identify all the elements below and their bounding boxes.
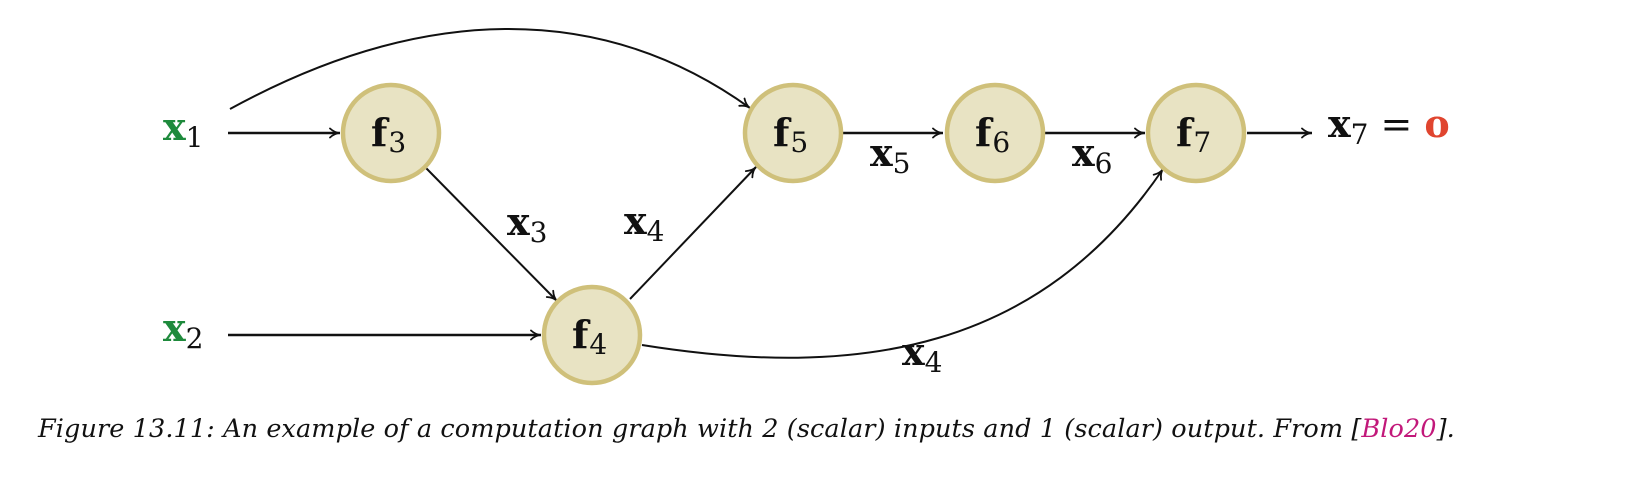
node-f4: f4 (541, 284, 643, 386)
edge-f4-f5 (629, 166, 757, 300)
edge-label-x4-b: x4 (902, 329, 942, 379)
edge-label-x3: x3 (507, 199, 547, 249)
edge-label-x4-a: x4 (624, 198, 664, 248)
svg-text:f4: f4 (572, 312, 607, 361)
node-f3: f3 (340, 82, 442, 184)
computation-graph: f3 f4 f5 f6 f7 x1 x2 x3 x4 x5 x6 x4 x7=o (163, 28, 1450, 386)
citation-link[interactable]: Blo20 (1361, 414, 1437, 444)
input-x2: x2 (163, 305, 203, 355)
node-f5: f5 (742, 82, 844, 184)
svg-text:f3: f3 (371, 110, 406, 159)
input-x1: x1 (163, 104, 203, 154)
caption-text: Figure 13.11: An example of a computatio… (38, 414, 1362, 444)
node-f7: f7 (1145, 82, 1247, 184)
edge-label-x5: x5 (870, 130, 910, 180)
edge-f3-f4 (425, 167, 558, 302)
edge-f4-f7 (641, 168, 1164, 359)
caption-suffix: ]. (1436, 414, 1455, 444)
svg-text:f6: f6 (975, 110, 1010, 159)
edge-x1-f5 (229, 28, 751, 110)
svg-text:f7: f7 (1176, 110, 1211, 159)
svg-text:f5: f5 (773, 110, 808, 159)
node-f6: f6 (944, 82, 1046, 184)
output-label: x7=o (1328, 101, 1450, 151)
figure-caption: Figure 13.11: An example of a computatio… (38, 414, 1618, 444)
edge-label-x6: x6 (1072, 130, 1112, 180)
